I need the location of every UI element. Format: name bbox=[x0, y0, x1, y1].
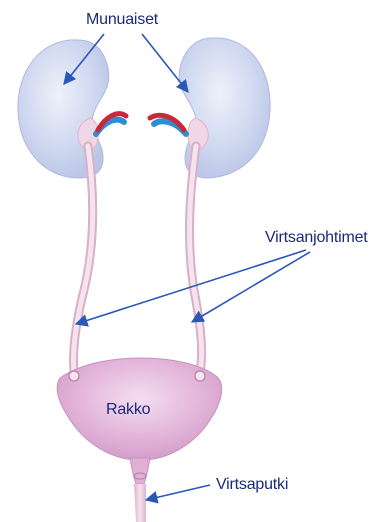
bladder-neck bbox=[130, 458, 150, 484]
left-ureter-opening bbox=[69, 371, 79, 381]
left-ureter-inner bbox=[73, 146, 92, 372]
urethra bbox=[134, 484, 146, 522]
right-ureter-opening bbox=[195, 371, 205, 381]
left-kidney bbox=[18, 40, 109, 178]
arrow-urethra bbox=[146, 485, 210, 500]
label-bladder: Rakko bbox=[106, 401, 151, 418]
label-kidneys: Munuaiset bbox=[86, 11, 159, 28]
arrow-ureters-right bbox=[192, 252, 310, 322]
label-urethra: Virtsaputki bbox=[216, 476, 288, 493]
label-ureters: Virtsanjohtimet bbox=[265, 229, 368, 246]
